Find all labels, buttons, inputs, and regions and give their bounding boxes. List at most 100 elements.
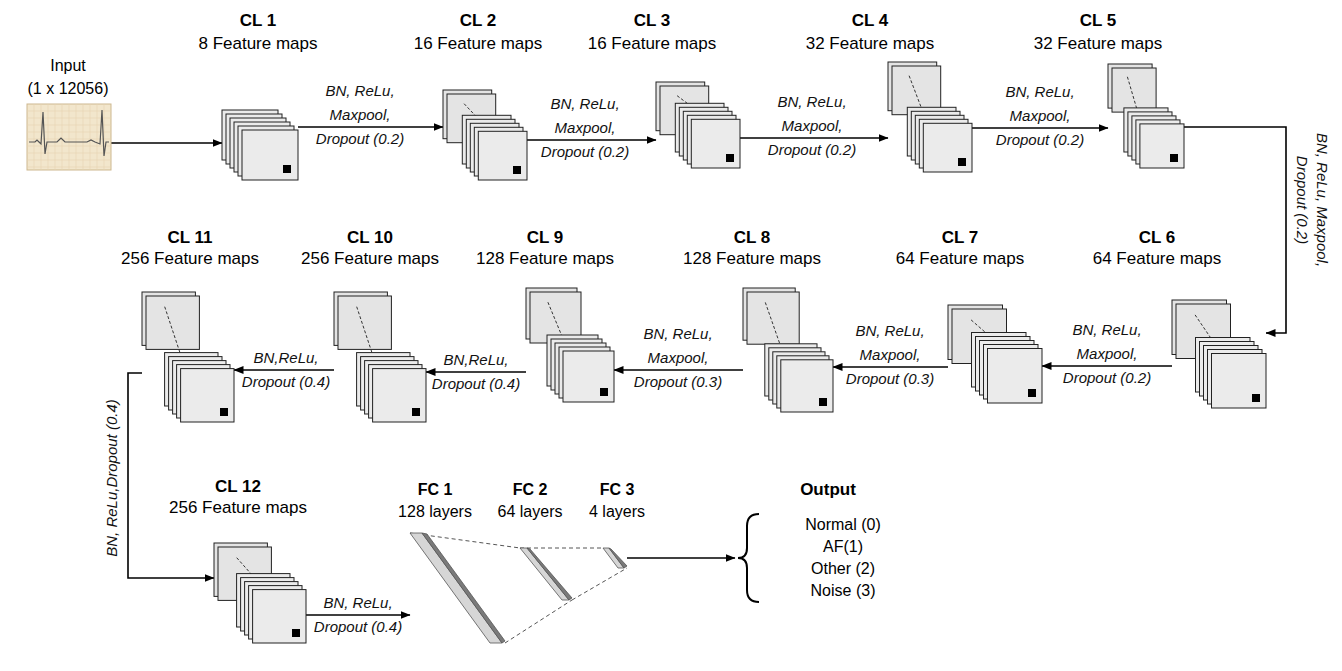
layer-name: CL 2 [414,9,543,32]
layer-size: 64 layers [498,501,563,523]
operation-label: BN, ReLu, Maxpool, Dropout (0.2) [988,80,1092,152]
kernel-mark [513,166,521,174]
feature-map-sheet [373,369,426,422]
feature-map-sheet [181,369,234,422]
stack-ellipsis [909,76,922,110]
stack-ellipsis [357,307,373,355]
operation-label: BN, ReLu, Maxpool, Dropout (0.3) [838,319,942,391]
layer-name: CL 5 [1034,9,1163,32]
feature-map-sheet [747,292,799,344]
layer-heading: FC 1128 layers [398,479,472,523]
kernel-mark [726,154,734,162]
layer-name: CL 12 [169,476,307,497]
ecg-illustration [27,104,111,170]
layer-size: 32 Feature maps [1034,32,1163,55]
dense-side [609,548,627,568]
layer-shape [526,288,614,402]
ecg-paper [27,104,111,170]
operation-label: BN, ReLu, Maxpool, Dropout (0.2) [1292,110,1332,290]
flow-arrow [527,139,656,141]
dense-layer: FC 1128 layers [410,533,505,643]
feature-map-stack: CL 664 Feature maps [1172,300,1266,408]
layer-size: 8 Feature maps [198,32,317,55]
flow-arrow [614,369,743,371]
flow-arrow [627,557,735,559]
dense-side [422,533,505,643]
projection-line [410,533,572,643]
flow-arrow [111,142,222,144]
layer-size: 16 Feature maps [414,32,543,55]
layer-shape [142,292,234,422]
operation-label: BN, ReLu, Maxpool, Dropout (0.2) [760,90,864,162]
feature-map-sheet [563,351,614,402]
kernel-mark [283,165,291,173]
operation-label: BN, ReLu, Dropout (0.4) [308,591,408,639]
kernel-mark [1170,154,1178,162]
ecg-grid [27,118,111,119]
flow-arrow [740,137,888,139]
feature-map-stack: CL 18 Feature maps [222,110,298,180]
kernel-mark [1028,389,1036,397]
layer-name: CL 6 [1093,227,1222,248]
layer-name: FC 3 [589,479,645,501]
layer-shape [410,533,505,643]
ecg-trace [29,110,109,156]
layer-shape [334,292,426,422]
layer-size: 64 Feature maps [896,248,1025,269]
layer-heading: Output [800,479,856,501]
dense-layer: FC 34 layers [603,548,627,568]
kernel-mark [819,398,827,406]
layer-heading: CL 18 Feature maps [198,9,317,55]
layer-shape [948,305,1042,403]
feature-map-stack: CL 8128 Feature maps [743,288,833,412]
stack-ellipsis [1195,315,1212,340]
flow-arrow [1042,365,1172,367]
stack-ellipsis [765,302,780,345]
layer-heading: CL 532 Feature maps [1034,9,1163,55]
layer-size: 256 Feature maps [301,248,439,269]
curly-bracket [738,514,759,602]
feature-map-sheet [1212,354,1267,409]
kernel-mark [958,158,966,166]
layer-name: CL 1 [198,9,317,32]
stack-ellipsis [1127,77,1137,110]
input-signal: Input(1 x 12056) [27,104,111,170]
kernel-mark [292,629,300,637]
layer-name: CL 8 [683,227,821,248]
feature-map-sheet [338,296,391,349]
layer-name: CL 10 [301,227,439,248]
feature-map-stack: CL 316 Feature maps [656,82,740,168]
layer-shape [222,110,298,180]
flow-arrow [833,366,948,368]
flow-arrow [972,127,1108,129]
layer-shape [443,90,527,180]
ecg-grid [27,167,111,168]
feature-map-sheet [691,119,740,168]
dense-layer: FC 264 layers [520,548,572,600]
layer-heading: CL 216 Feature maps [414,9,543,55]
feature-map-stack: CL 764 Feature maps [948,305,1042,403]
stack-ellipsis [237,558,253,576]
ecg-grid [27,111,111,112]
layer-shape [214,543,306,643]
ecg-grid [27,125,111,126]
flow-arrow [426,371,526,373]
projection-line [520,548,627,600]
layer-size: 128 Feature maps [476,248,614,269]
layer-heading: CL 11256 Feature maps [121,227,259,269]
feature-map-stack: CL 11256 Feature maps [142,292,234,422]
layer-name: Input [28,54,109,77]
layer-heading: Input(1 x 12056) [28,54,109,100]
layer-name: CL 11 [121,227,259,248]
class-label: Normal (0) [793,514,893,536]
feature-map-stack: CL 216 Feature maps [443,90,527,180]
ecg-grid [27,139,111,140]
layer-size: 128 Feature maps [683,248,821,269]
layer-name: FC 1 [398,479,472,501]
layer-shape [603,548,627,568]
feature-map-stack: CL 10256 Feature maps [334,292,426,422]
layer-shape [1172,300,1266,408]
kernel-mark [412,408,420,416]
dense-side [527,548,572,600]
